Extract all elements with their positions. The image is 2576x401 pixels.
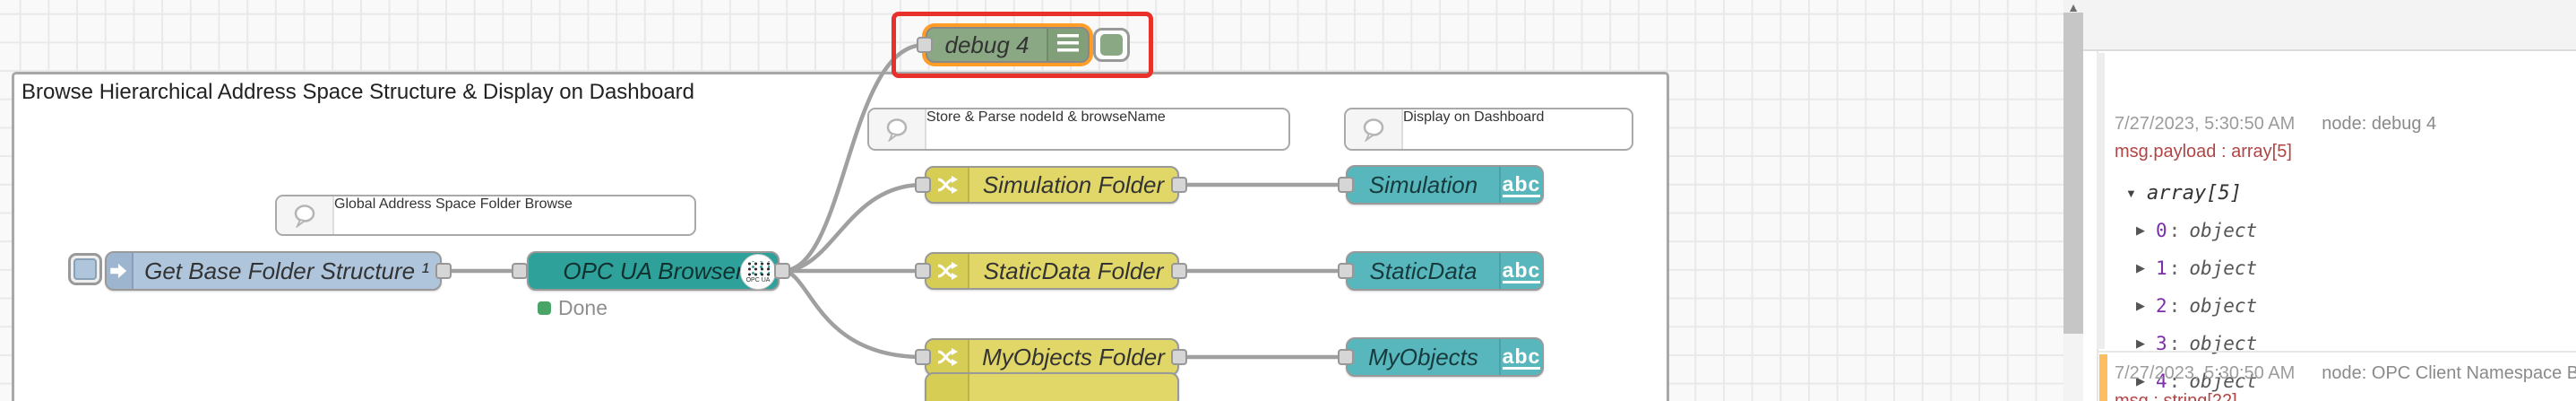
debug-message[interactable]: 7/27/2023, 5:30:50 AM node: debug 4 msg.…	[2097, 51, 2576, 392]
port-opc-out[interactable]	[774, 263, 790, 279]
port-debug-in[interactable]	[917, 37, 933, 53]
expand-icon[interactable]: ▶	[2136, 299, 2145, 312]
port-switch3-in[interactable]	[915, 349, 931, 365]
comment-label: Global Address Space Folder Browse	[334, 196, 573, 212]
switch-node-simulation[interactable]: Simulation Folder	[925, 166, 1179, 204]
switch-icon	[926, 254, 969, 288]
comment-node-global-browse[interactable]: Global Address Space Folder Browse	[275, 195, 696, 236]
comment-node-display-dashboard[interactable]: Display on Dashboard	[1344, 108, 1633, 151]
status-dot-icon	[538, 301, 551, 315]
wire[interactable]	[780, 182, 926, 274]
scrollbar-thumb[interactable]	[2063, 13, 2083, 334]
red-annotation-debug-node	[892, 12, 1153, 78]
comment-bubble-icon	[869, 109, 926, 149]
debug-message[interactable]: 7/27/2023, 5:30:50 AM node: OPC Client N…	[2098, 351, 2576, 401]
comment-label: Store & Parse nodeId & browseName	[926, 109, 1166, 125]
debug-toggle-pad	[1100, 34, 1123, 56]
ui-text-label: Simulation	[1368, 170, 1478, 198]
node-status: Done	[538, 296, 607, 320]
port-switch1-out[interactable]	[1171, 177, 1187, 193]
collapse-icon[interactable]: ▼	[2125, 187, 2137, 200]
switch-node-label: StaticData Folder	[983, 257, 1164, 284]
abc-icon: abc	[1499, 253, 1542, 289]
opcua-badge-text: OPC UA	[745, 276, 771, 283]
inject-button-pad	[73, 258, 97, 280]
scroll-up-arrow-icon[interactable]: ▲	[2067, 0, 2080, 14]
canvas-vertical-scrollbar[interactable]: ▲	[2063, 0, 2083, 401]
inject-node-label: Get Base Folder Structure ¹	[144, 257, 429, 284]
port-switch2-in[interactable]	[915, 263, 931, 279]
switch-node-label: MyObjects Folder	[982, 343, 1165, 370]
inject-button[interactable]	[68, 253, 102, 285]
ui-text-node-myobjects[interactable]: MyObjects abc	[1346, 337, 1544, 377]
message-source-node: node: debug 4	[2322, 114, 2437, 134]
message-highlight-bar	[2099, 354, 2107, 401]
ui-text-label: MyObjects	[1368, 343, 1478, 370]
expand-icon[interactable]: ▶	[2136, 374, 2145, 388]
wire-layer	[441, 42, 1348, 360]
wire[interactable]	[780, 268, 926, 360]
port-switch3-out[interactable]	[1171, 349, 1187, 365]
abc-icon: abc	[1499, 167, 1542, 203]
ui-text-node-staticdata[interactable]: StaticData abc	[1346, 251, 1544, 291]
port-text3-in[interactable]	[1338, 349, 1354, 365]
debug-sidebar: 7/27/2023, 5:30:50 AM node: debug 4 msg.…	[2083, 0, 2576, 401]
wire[interactable]	[780, 42, 927, 274]
port-switch1-in[interactable]	[915, 177, 931, 193]
switch-node-staticdata[interactable]: StaticData Folder	[925, 252, 1179, 290]
message-side-bar	[2097, 53, 2105, 349]
node-icon	[926, 374, 969, 401]
switch-icon	[926, 340, 969, 374]
opcua-browser-node[interactable]: OPC UA Browser OPC UA	[527, 251, 780, 291]
expand-icon[interactable]: ▶	[2136, 223, 2145, 237]
comment-label: Display on Dashboard	[1403, 109, 1545, 125]
message-property: msg.payload : array[5]	[2115, 142, 2292, 161]
ui-text-label: StaticData	[1369, 257, 1478, 284]
switch-node-label: Simulation Folder	[982, 170, 1165, 198]
tree-item-row[interactable]: ▶ 1 : object	[2136, 257, 2258, 279]
message-property: msg : string[22]	[2115, 391, 2237, 401]
comment-node-store-parse[interactable]: Store & Parse nodeId & browseName	[867, 108, 1290, 151]
tree-item-row[interactable]: ▶ 0 : object	[2136, 220, 2258, 241]
debug-enable-toggle[interactable]	[1093, 28, 1130, 62]
opcua-browser-label: OPC UA Browser	[563, 257, 744, 284]
group-title: Browse Hierarchical Address Space Struct…	[22, 80, 695, 104]
port-inject-out[interactable]	[435, 263, 452, 279]
inject-node[interactable]: Get Base Folder Structure ¹	[105, 251, 442, 291]
expand-icon[interactable]: ▶	[2136, 261, 2145, 275]
tree-root-row[interactable]: ▼ array[5]	[2125, 182, 2242, 205]
port-opc-in[interactable]	[512, 263, 528, 279]
debug-list-icon	[1047, 29, 1088, 61]
tree-item-row[interactable]: ▶ 4 : object	[2136, 370, 2258, 392]
comment-bubble-icon	[277, 196, 334, 234]
message-timestamp: 7/27/2023, 5:30:50 AM	[2115, 114, 2296, 134]
switch-node-myobjects[interactable]: MyObjects Folder	[925, 338, 1179, 376]
opcua-network-graphic	[746, 260, 770, 277]
port-text1-in[interactable]	[1338, 177, 1354, 193]
abc-icon: abc	[1499, 339, 1542, 375]
clipped-node-bottom[interactable]	[925, 372, 1179, 401]
message-source-node: node: OPC Client Namespace Brow	[2322, 363, 2576, 383]
sidebar-top-strip	[2083, 0, 2576, 51]
expand-icon[interactable]: ▶	[2136, 336, 2145, 350]
message-timestamp: 7/27/2023, 5:30:50 AM	[2115, 363, 2296, 383]
flow-canvas[interactable]: Browse Hierarchical Address Space Struct…	[0, 0, 2065, 401]
debug-node-label: debug 4	[944, 31, 1030, 58]
comment-bubble-icon	[1346, 109, 1403, 149]
switch-icon	[926, 168, 969, 202]
port-switch2-out[interactable]	[1171, 263, 1187, 279]
tree-item-row[interactable]: ▶ 2 : object	[2136, 295, 2258, 317]
status-text: Done	[558, 296, 607, 319]
port-text2-in[interactable]	[1338, 263, 1354, 279]
opcua-badge-icon: OPC UA	[740, 254, 776, 290]
ui-text-node-simulation[interactable]: Simulation abc	[1346, 165, 1544, 205]
inject-arrow-icon	[107, 253, 134, 289]
debug-node[interactable]: debug 4	[926, 27, 1090, 63]
